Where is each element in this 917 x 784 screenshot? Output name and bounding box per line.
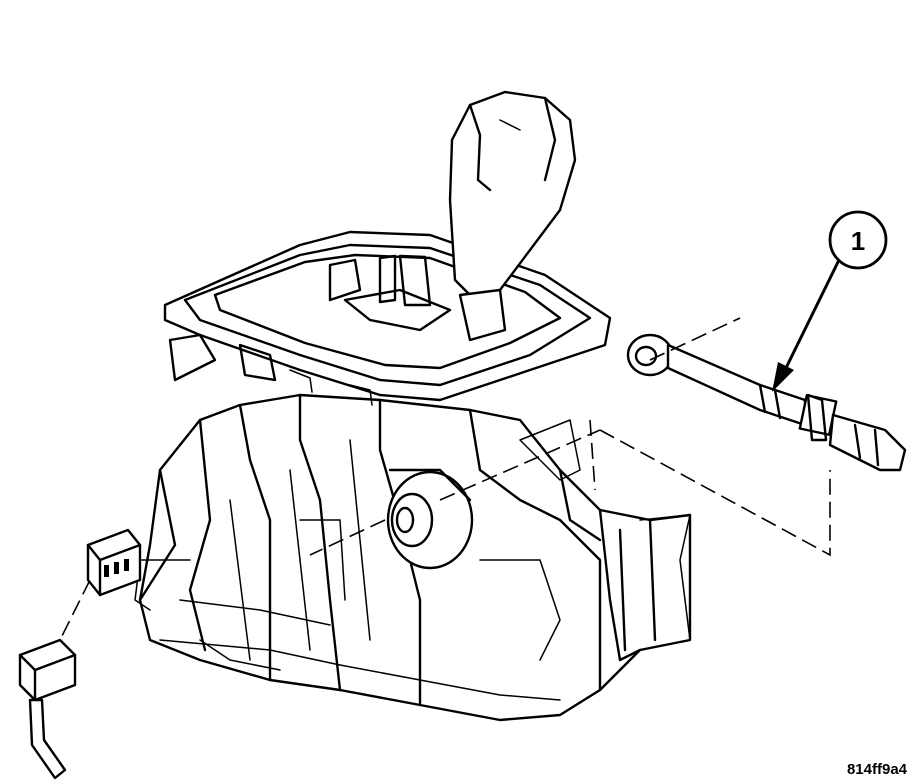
callout-number: 1 — [851, 226, 865, 256]
figure-id-label: 814ff9a4 — [846, 761, 907, 778]
wiring-connector-lower — [18, 638, 77, 780]
wiring-connector-upper — [86, 528, 142, 597]
alignment-dashed-lines — [59, 317, 831, 641]
shift-cable — [626, 333, 907, 472]
cable-attachment-pivot — [386, 468, 474, 570]
callout-1: 1 — [772, 210, 888, 392]
shift-knob — [448, 90, 577, 342]
shifter-bezel — [163, 230, 612, 406]
